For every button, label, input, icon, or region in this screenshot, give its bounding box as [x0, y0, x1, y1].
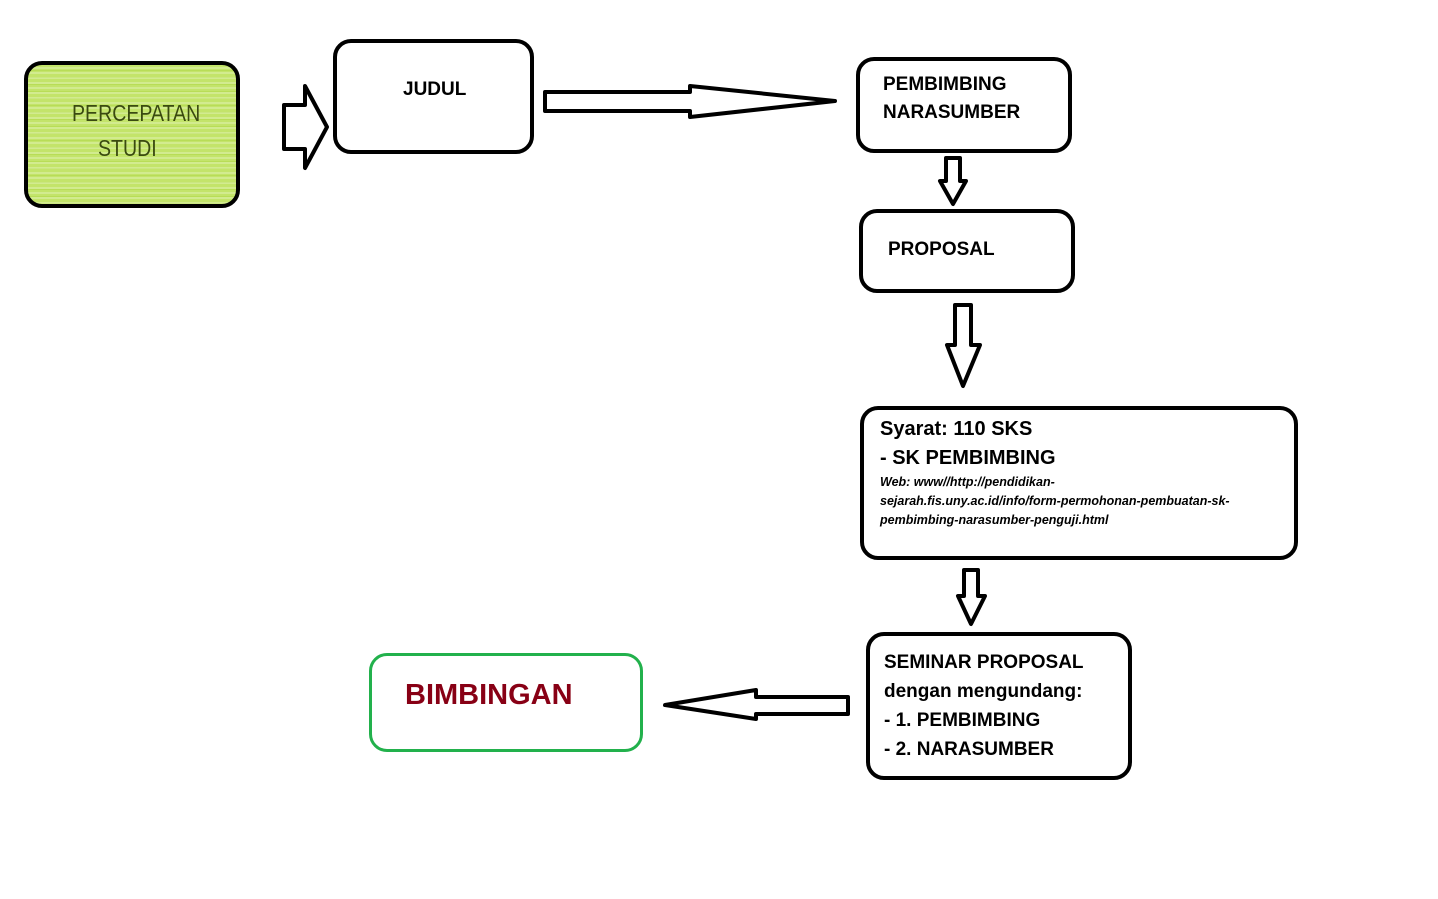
node-pembimbing-narasumber: PEMBIMBING NARASUMBER [856, 57, 1072, 153]
arrow-down-icon [956, 568, 987, 626]
arrow-right-icon [282, 84, 329, 170]
node-label: BIMBINGAN [405, 679, 573, 711]
node-proposal: PROPOSAL [859, 209, 1075, 293]
node-subtitle: - SK PEMBIMBING [880, 447, 1056, 469]
node-label: - 2. NARASUMBER [884, 739, 1054, 760]
node-label: - 1. PEMBIMBING [884, 710, 1041, 731]
arrow-right-long-icon [543, 84, 837, 119]
node-percepatan-studi: PERCEPATAN STUDI [24, 61, 240, 208]
node-label: NARASUMBER [883, 102, 1021, 123]
web-link-text[interactable]: sejarah.fis.uny.ac.id/info/form-permohon… [880, 494, 1230, 508]
web-link-text[interactable]: pembimbing-narasumber-penguji.html [880, 513, 1109, 527]
node-label: PEMBIMBING [883, 74, 1007, 95]
arrow-left-icon [663, 688, 850, 721]
arrow-down-icon [938, 156, 968, 206]
node-seminar-proposal: SEMINAR PROPOSAL dengan mengundang: - 1.… [866, 632, 1132, 780]
node-syarat: Syarat: 110 SKS - SK PEMBIMBING Web: www… [860, 406, 1298, 560]
node-bimbingan: BIMBINGAN [369, 653, 643, 752]
node-title: Syarat: 110 SKS [880, 418, 1033, 440]
node-label: dengan mengundang: [884, 681, 1083, 702]
web-link-text[interactable]: Web: www//http://pendidikan- [880, 475, 1055, 489]
arrow-down-long-icon [945, 303, 982, 388]
node-label: SEMINAR PROPOSAL [884, 652, 1084, 673]
node-label: PROPOSAL [888, 239, 995, 260]
node-label: PERCEPATAN [72, 100, 201, 126]
node-label: JUDUL [403, 79, 467, 100]
node-label: STUDI [98, 135, 157, 161]
node-judul: JUDUL [333, 39, 534, 154]
